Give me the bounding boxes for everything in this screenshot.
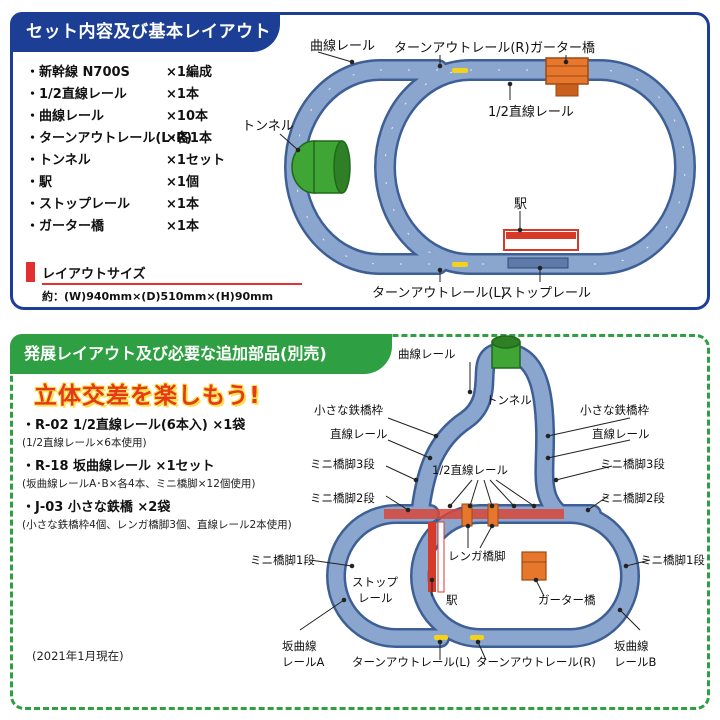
label-mini1-left: ミニ橋脚1段 [250,553,315,567]
part-qty: ×1個 [166,175,199,190]
list-item: ・ガーター橋 ×1本 [26,216,246,238]
basic-layout-title: セット内容及び基本レイアウト [10,12,280,52]
size-label: レイアウトサイズ [42,267,146,282]
label-curve: 曲線レール [310,38,375,54]
label-half: 1/2直線レール [488,104,574,120]
station [428,521,445,593]
part-name: ・ストップレール [26,197,131,212]
tunnel [291,140,351,194]
tunnel [491,335,521,369]
label-mini3-left: ミニ橋脚3段 [310,457,375,471]
crossing-bridge-bar [384,509,564,519]
label-curve: 曲線レール [398,347,456,361]
extended-layout-title: 発展レイアウト及び必要な追加部品(別売) [10,334,392,374]
station [503,229,579,251]
label-turnout-l: ターンアウトレール(L) [372,286,506,301]
turnout-r-lever [470,635,484,640]
label-small-bridge-right: 小さな鉄橋枠 [580,403,649,417]
part-qty: ×10本 [166,109,208,124]
label-slope-a-1: 坂曲線 [282,639,317,653]
label-half: 1/2直線レール [432,463,508,477]
list-item: ・1/2直線レール ×1本 [26,84,246,106]
part-name: ・1/2直線レール [26,87,127,102]
part-qty: ×1本 [166,197,199,212]
part-name: ・トンネル [26,153,91,168]
list-item: ・駅 ×1個 [26,172,246,194]
extra-part-sub: (1/2直線レール×6本使用) [22,437,147,449]
label-stop: ストップレール [500,286,591,301]
part-qty: ×1本 [166,219,199,234]
girder-bridge [521,551,547,581]
label-turnout-r: ターンアウトレール(R) [476,655,596,669]
label-mini2-right: ミニ橋脚2段 [600,491,665,505]
part-qty: ×各1本 [166,131,212,146]
list-item: ・トンネル ×1セット [26,150,246,172]
part-name: ・曲線レール [26,109,105,124]
part-name: ・ガーター橋 [26,219,105,234]
label-turnout-l: ターンアウトレール(L) [352,655,470,669]
label-brick: レンガ橋脚 [448,549,506,563]
date-note: (2021年1月現在) [32,649,124,663]
part-qty: ×1編成 [166,65,212,80]
basic-layout-panel [10,12,710,310]
label-girder: ガーター橋 [530,41,595,56]
size-underline [42,283,302,285]
label-tunnel: トンネル [486,393,532,407]
label-straight-right: 直線レール [592,427,650,441]
list-item: ・ターンアウトレール(L･R)×各1本 [26,128,246,150]
size-value: 約：(W)940mm×(D)510mm×(H)90mm [42,290,274,303]
label-small-bridge-left: 小さな鉄橋枠 [314,403,383,417]
label-mini2-left: ミニ橋脚2段 [310,491,375,505]
label-slope-a-2: レールA [282,655,324,669]
part-name: ・駅 [26,175,53,190]
label-tunnel: トンネル [242,119,294,134]
list-item: ・新幹線 N700S ×1編成 [26,62,246,84]
list-item: ・ストップレール ×1本 [26,194,246,216]
extra-parts-list: ・R-02 1/2直線レール(6本入) ×1袋 (1/2直線レール×6本使用) … [22,416,332,539]
label-girder: ガーター橋 [538,593,596,607]
part-qty: ×1セット [166,153,225,168]
label-mini3-right: ミニ橋脚3段 [600,457,665,471]
extra-part-main: ・R-18 坂曲線レール ×1セット [22,459,215,474]
turnout-r-lever [452,68,468,73]
label-slope-b-1: 坂曲線 [614,639,649,653]
label-straight-left: 直線レール [330,427,388,441]
label-turnout-r: ターンアウトレール(R) [394,41,530,56]
turnout-l-lever [434,635,448,640]
extra-part-main: ・R-02 1/2直線レール(6本入) ×1袋 [22,418,246,433]
size-marker [26,262,35,282]
parts-list: ・新幹線 N700S ×1編成 ・1/2直線レール ×1本 ・曲線レール ×10本 ・… [26,62,246,238]
extra-part-main: ・J-03 小さな鉄橋 ×2袋 [22,500,171,515]
extra-part-sub: (坂曲線レールA･B×各4本、ミニ橋脚×12個使用) [22,478,256,490]
label-station: 駅 [446,593,458,607]
turnout-l-lever [452,262,468,267]
part-name: ・ターンアウトレール(L･R) [26,131,193,146]
label-station: 駅 [514,197,527,212]
list-item: ・曲線レール ×10本 [26,106,246,128]
part-name: ・新幹線 N700S [26,65,130,80]
label-slope-b-2: レールB [614,655,656,669]
catchphrase: 立体交差を楽しもう! [34,383,261,409]
label-stop-1: ストップ [352,575,398,589]
part-qty: ×1本 [166,87,199,102]
label-mini1-right: ミニ橋脚1段 [640,553,705,567]
label-stop-2: レール [358,591,393,605]
extra-part-sub: (小さな鉄橋枠4個、レンガ橋脚3個、直線レール2本使用) [22,519,292,531]
